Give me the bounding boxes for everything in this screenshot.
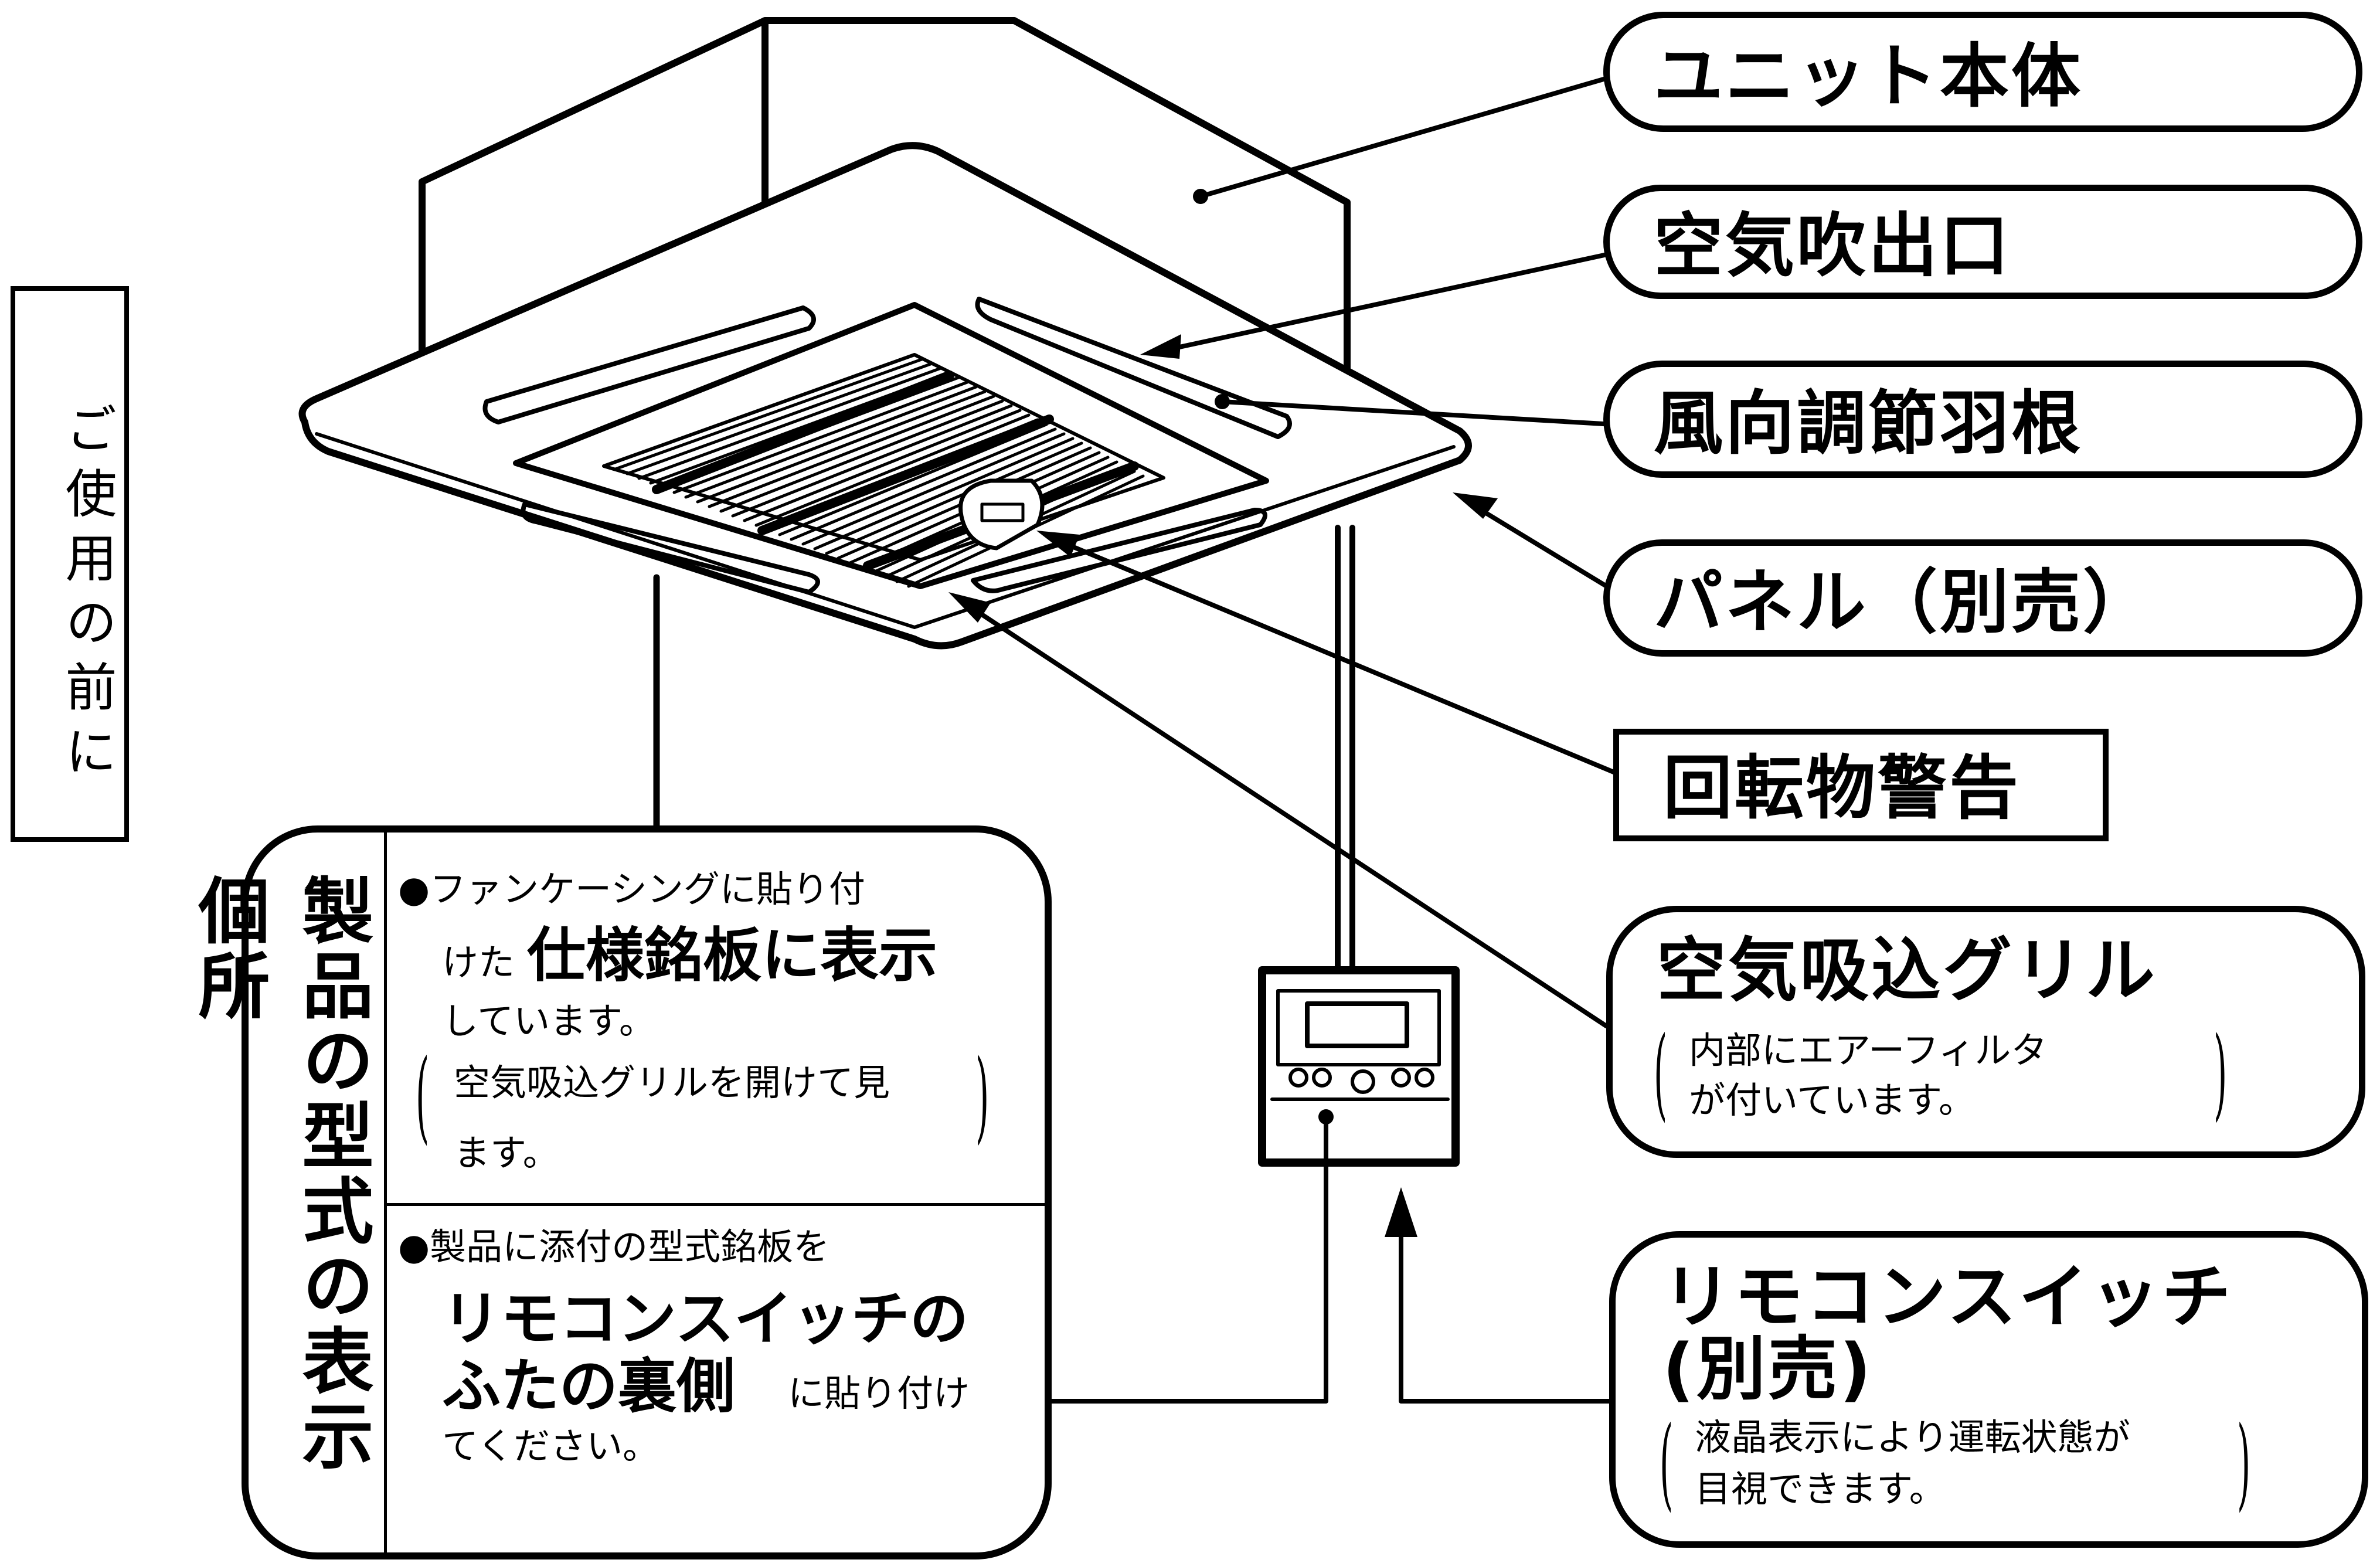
model-indication-box: 製品の型式の表示個所 ●ファンケーシングに貼り付 けた 仕様銘板に表示 していま… [186,825,1052,1559]
label-remote-switch: リモコンスイッチ (別売) ( 液晶表示により運転状態が 目視できます。 ) [1609,1231,2368,1548]
remote-note-line1: 液晶表示により運転状態が [1695,1416,2130,1459]
item1-line2-big: 仕様銘板に表示 [527,921,937,990]
model-box-divider [387,1203,1045,1206]
label-air-outlet: 空気吹出口 [1603,185,2362,299]
label-panel: パネル（別売） [1603,539,2362,657]
label-remote-switch-sale: (別売) [1662,1328,1874,1409]
leader-grille [968,604,1609,1028]
side-tab-text: ご使用の前に [57,402,117,789]
item1-line3: しています。 [442,1000,655,1042]
model-box-heading: 製品の型式の表示個所 [186,833,387,1552]
label-remote-switch-text: リモコンスイッチ [1662,1256,2233,1337]
item2-line3-big: ふたの裏側 [442,1352,735,1421]
leader-unit-body [1198,71,1626,199]
label-air-inlet-grille-text: 空気吸込グリル [1657,930,2158,1011]
label-air-inlet-grille: 空気吸込グリル ( 内部にエアーフィルタ が付いています。 ) [1606,906,2365,1158]
side-tab: ご使用の前に [11,286,129,842]
item1-line1: ●ファンケーシングに貼り付 [398,868,865,910]
label-panel-text: パネル（別売） [1654,562,2155,643]
outlet-bottom-right [971,508,1267,593]
leader-warning [1053,537,1620,776]
remote-note-line2: 目視できます。 [1695,1467,1946,1510]
item1-paren-line2: ます。 [454,1132,559,1174]
label-air-outlet-text: 空気吹出口 [1654,205,2012,286]
item2-line2-big: リモコンスイッチの [442,1285,968,1353]
outlet-bottom-left [521,502,820,594]
item1-paren-line1: 空気吸込グリルを開けて見 [454,1061,890,1104]
leader-louver [1220,399,1626,427]
label-unit-body-text: ユニット本体 [1654,36,2083,117]
air-inlet-note-line2: が付いています。 [1689,1079,1975,1122]
item2-line3-small: に貼り付け [788,1372,970,1415]
model-box-heading-text: 製品の型式の表示個所 [186,874,373,1474]
outlet-right [975,297,1292,439]
item1-line2-small: けた [442,941,515,984]
air-inlet-note-line1: 内部にエアーフィルタ [1689,1029,2048,1072]
remote-cable [1335,525,1355,973]
leader-air-outlet [1155,250,1620,354]
label-unit-body: ユニット本体 [1603,12,2362,132]
warning-sticker [958,478,1045,551]
label-louver: 風向調節羽根 [1603,361,2362,478]
item2-line4: てください。 [442,1425,659,1467]
label-louver-text: 風向調節羽根 [1654,383,2083,464]
label-rotating-warning: 回転物警告 [1613,729,2109,841]
outlet-left [482,305,816,424]
label-rotating-warning-text: 回転物警告 [1663,747,2021,828]
item2-line1: ●製品に添付の型式銘板を [398,1225,830,1268]
